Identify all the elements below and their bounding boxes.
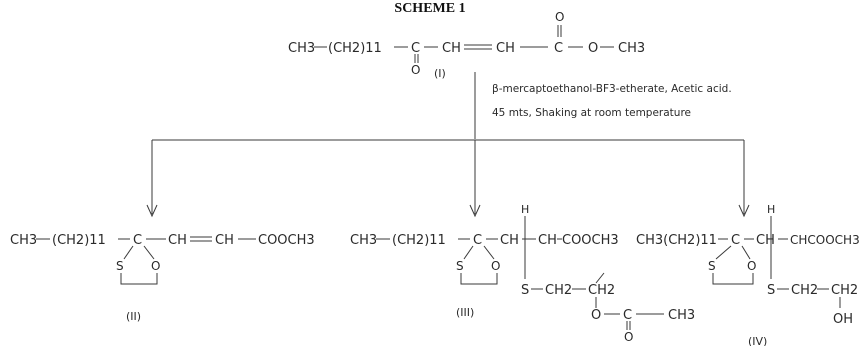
c4-s: S (708, 259, 716, 273)
compound-1: CH3 (CH2)11 C O CH CH C O O CH3 (I) (288, 10, 645, 80)
c3-s: S (456, 259, 464, 273)
c1-ch-b: CH (496, 41, 515, 56)
c1-ch-a: CH (442, 41, 461, 56)
c4-oh: OH (833, 312, 853, 327)
reagent-line-1: β-mercaptoethanol-BF3-etherate, Acetic a… (492, 83, 732, 95)
c3-ch-b: CH (538, 233, 557, 248)
c4-s-side: S (767, 283, 775, 298)
c1-o-ether: O (588, 41, 598, 56)
c1-c-keto: C (411, 41, 420, 56)
c3-h: H (521, 203, 529, 216)
c4-o: O (747, 259, 756, 273)
scheme-title: SCHEME 1 (394, 1, 465, 16)
c3-label: (III) (456, 306, 474, 319)
c4-c-ring: C (731, 233, 740, 248)
c2-ring-bond-s (123, 245, 134, 260)
arrowhead-iv (738, 204, 750, 218)
c3-ch: CH (500, 233, 519, 248)
c3-s-side: S (521, 283, 529, 298)
c2-c-ring: C (133, 233, 142, 248)
c3-bond-8 (595, 272, 605, 284)
c2-ch-b: CH (215, 233, 234, 248)
c4-chcooch3: CHCOOCH3 (790, 233, 860, 247)
c2-ring-bond-o (143, 245, 155, 260)
c2-cooch3: COOCH3 (258, 233, 315, 248)
c4-ch2-b: CH2 (831, 283, 858, 298)
c2-label: (II) (126, 310, 141, 323)
c4-ch3ch2n: CH3(CH2)11 (636, 233, 717, 248)
c4-ring-bond-s (715, 245, 732, 260)
c1-ch2n: (CH2)11 (328, 41, 382, 56)
c3-ring-bond-s (463, 245, 474, 260)
c3-o: O (491, 259, 500, 273)
c3-ch3-end: CH3 (668, 308, 695, 323)
c3-ring-bottom (460, 273, 498, 285)
c4-label: (IV) (748, 335, 767, 346)
c2-ch-a: CH (168, 233, 187, 248)
c3-o-acetyl: O (624, 330, 633, 344)
c1-ch3: CH3 (288, 41, 315, 56)
c2-ch3: CH3 (10, 233, 37, 248)
c2-o: O (151, 259, 160, 273)
c1-o-ester: O (555, 10, 564, 24)
arrowhead-ii (146, 204, 158, 218)
c3-ch2n: (CH2)11 (392, 233, 446, 248)
c2-ring-bottom (120, 273, 158, 285)
c4-h: H (767, 203, 775, 216)
arrowhead-iii (469, 204, 481, 218)
c1-c-ester: C (554, 41, 563, 56)
c4-ch2-a: CH2 (791, 283, 818, 298)
c3-c-acetyl: C (623, 308, 632, 323)
compound-3: CH3 (CH2)11 C S O CH H CH COOCH3 S CH2 C… (350, 203, 695, 344)
c4-ring-bottom (712, 273, 754, 285)
c3-c-ring: C (473, 233, 482, 248)
c3-ring-bond-o (483, 245, 495, 260)
c3-ch3: CH3 (350, 233, 377, 248)
reagent-line-2: 45 mts, Shaking at room temperature (492, 107, 691, 119)
c3-cooch3: COOCH3 (562, 233, 619, 248)
c2-s: S (116, 259, 124, 273)
c1-ch3-end: CH3 (618, 41, 645, 56)
c3-ch2-b: CH2 (588, 283, 615, 298)
compound-4: CH3(CH2)11 C S O CH H CHCOOCH3 S CH2 CH2… (636, 203, 860, 346)
c4-ring-bond-o (741, 245, 751, 260)
c4-ch: CH (756, 233, 775, 248)
c3-ch2-a: CH2 (545, 283, 572, 298)
c1-label: (I) (434, 67, 446, 80)
c1-o-keto: O (411, 63, 420, 77)
compound-2: CH3 (CH2)11 C S O CH CH COOCH3 (II) (10, 233, 315, 323)
c2-ch2n: (CH2)11 (52, 233, 106, 248)
c3-o-side: O (591, 308, 601, 323)
